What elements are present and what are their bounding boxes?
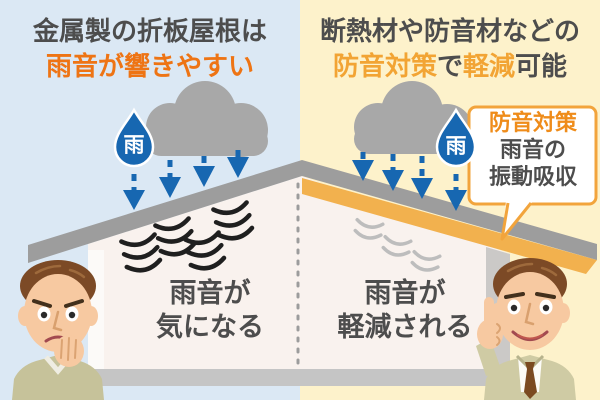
- callout-line2: 振動吸収: [488, 164, 577, 189]
- rain-arrows-left-icon: [123, 150, 249, 210]
- sound-waves-loud-icon: [119, 200, 255, 273]
- left-title-line2: 雨音が響きやすい: [45, 51, 254, 81]
- left-room-text: 雨音が 気になる: [115, 276, 305, 344]
- roof-right-metal: [302, 160, 597, 260]
- roof-right-insulation-layer: [302, 178, 597, 274]
- right-room-text: 雨音が 軽減される: [310, 276, 500, 344]
- right-title-line1: 断熱材や防音材などの: [319, 16, 580, 46]
- right-title-seg-soundproofing: 防音対策: [332, 51, 437, 81]
- callout-line1: 雨音の: [499, 137, 566, 162]
- right-title-seg-de: で: [436, 51, 463, 81]
- rain-label-right: 雨: [445, 135, 467, 158]
- house-base: [85, 369, 512, 386]
- raindrop-left-icon: [113, 107, 155, 168]
- worker-worried-figure: [12, 260, 104, 400]
- right-title-seg-possible: 可能: [515, 51, 568, 81]
- raindrop-right-icon: [435, 107, 477, 168]
- left-room-line2: 気になる: [156, 312, 264, 342]
- right-title-line2: 防音対策で軽減可能: [304, 49, 596, 84]
- roof-left-metal: [28, 160, 302, 263]
- right-room-line2: 軽減される: [337, 312, 473, 342]
- sound-waves-faint-icon: [353, 217, 442, 272]
- left-title-line1: 金属製の折板屋根は: [32, 16, 267, 46]
- soundproofing-callout-text: 防音対策 雨音の 振動吸収: [470, 109, 596, 190]
- right-room-line1: 雨音が: [364, 278, 446, 308]
- left-room-line1: 雨音が: [169, 278, 251, 308]
- cloud-left-icon: [146, 81, 268, 157]
- right-title-seg-reduce: 軽減: [463, 51, 516, 81]
- left-panel-title: 金属製の折板屋根は 雨音が響きやすい: [4, 14, 296, 84]
- rain-label-left: 雨: [123, 134, 145, 157]
- rain-arrows-right-icon: [352, 152, 467, 211]
- worker-happy-pointing-figure: [476, 258, 576, 400]
- callout-heading: 防音対策: [488, 110, 577, 135]
- right-panel-title: 断熱材や防音材などの 防音対策で軽減可能: [304, 14, 596, 84]
